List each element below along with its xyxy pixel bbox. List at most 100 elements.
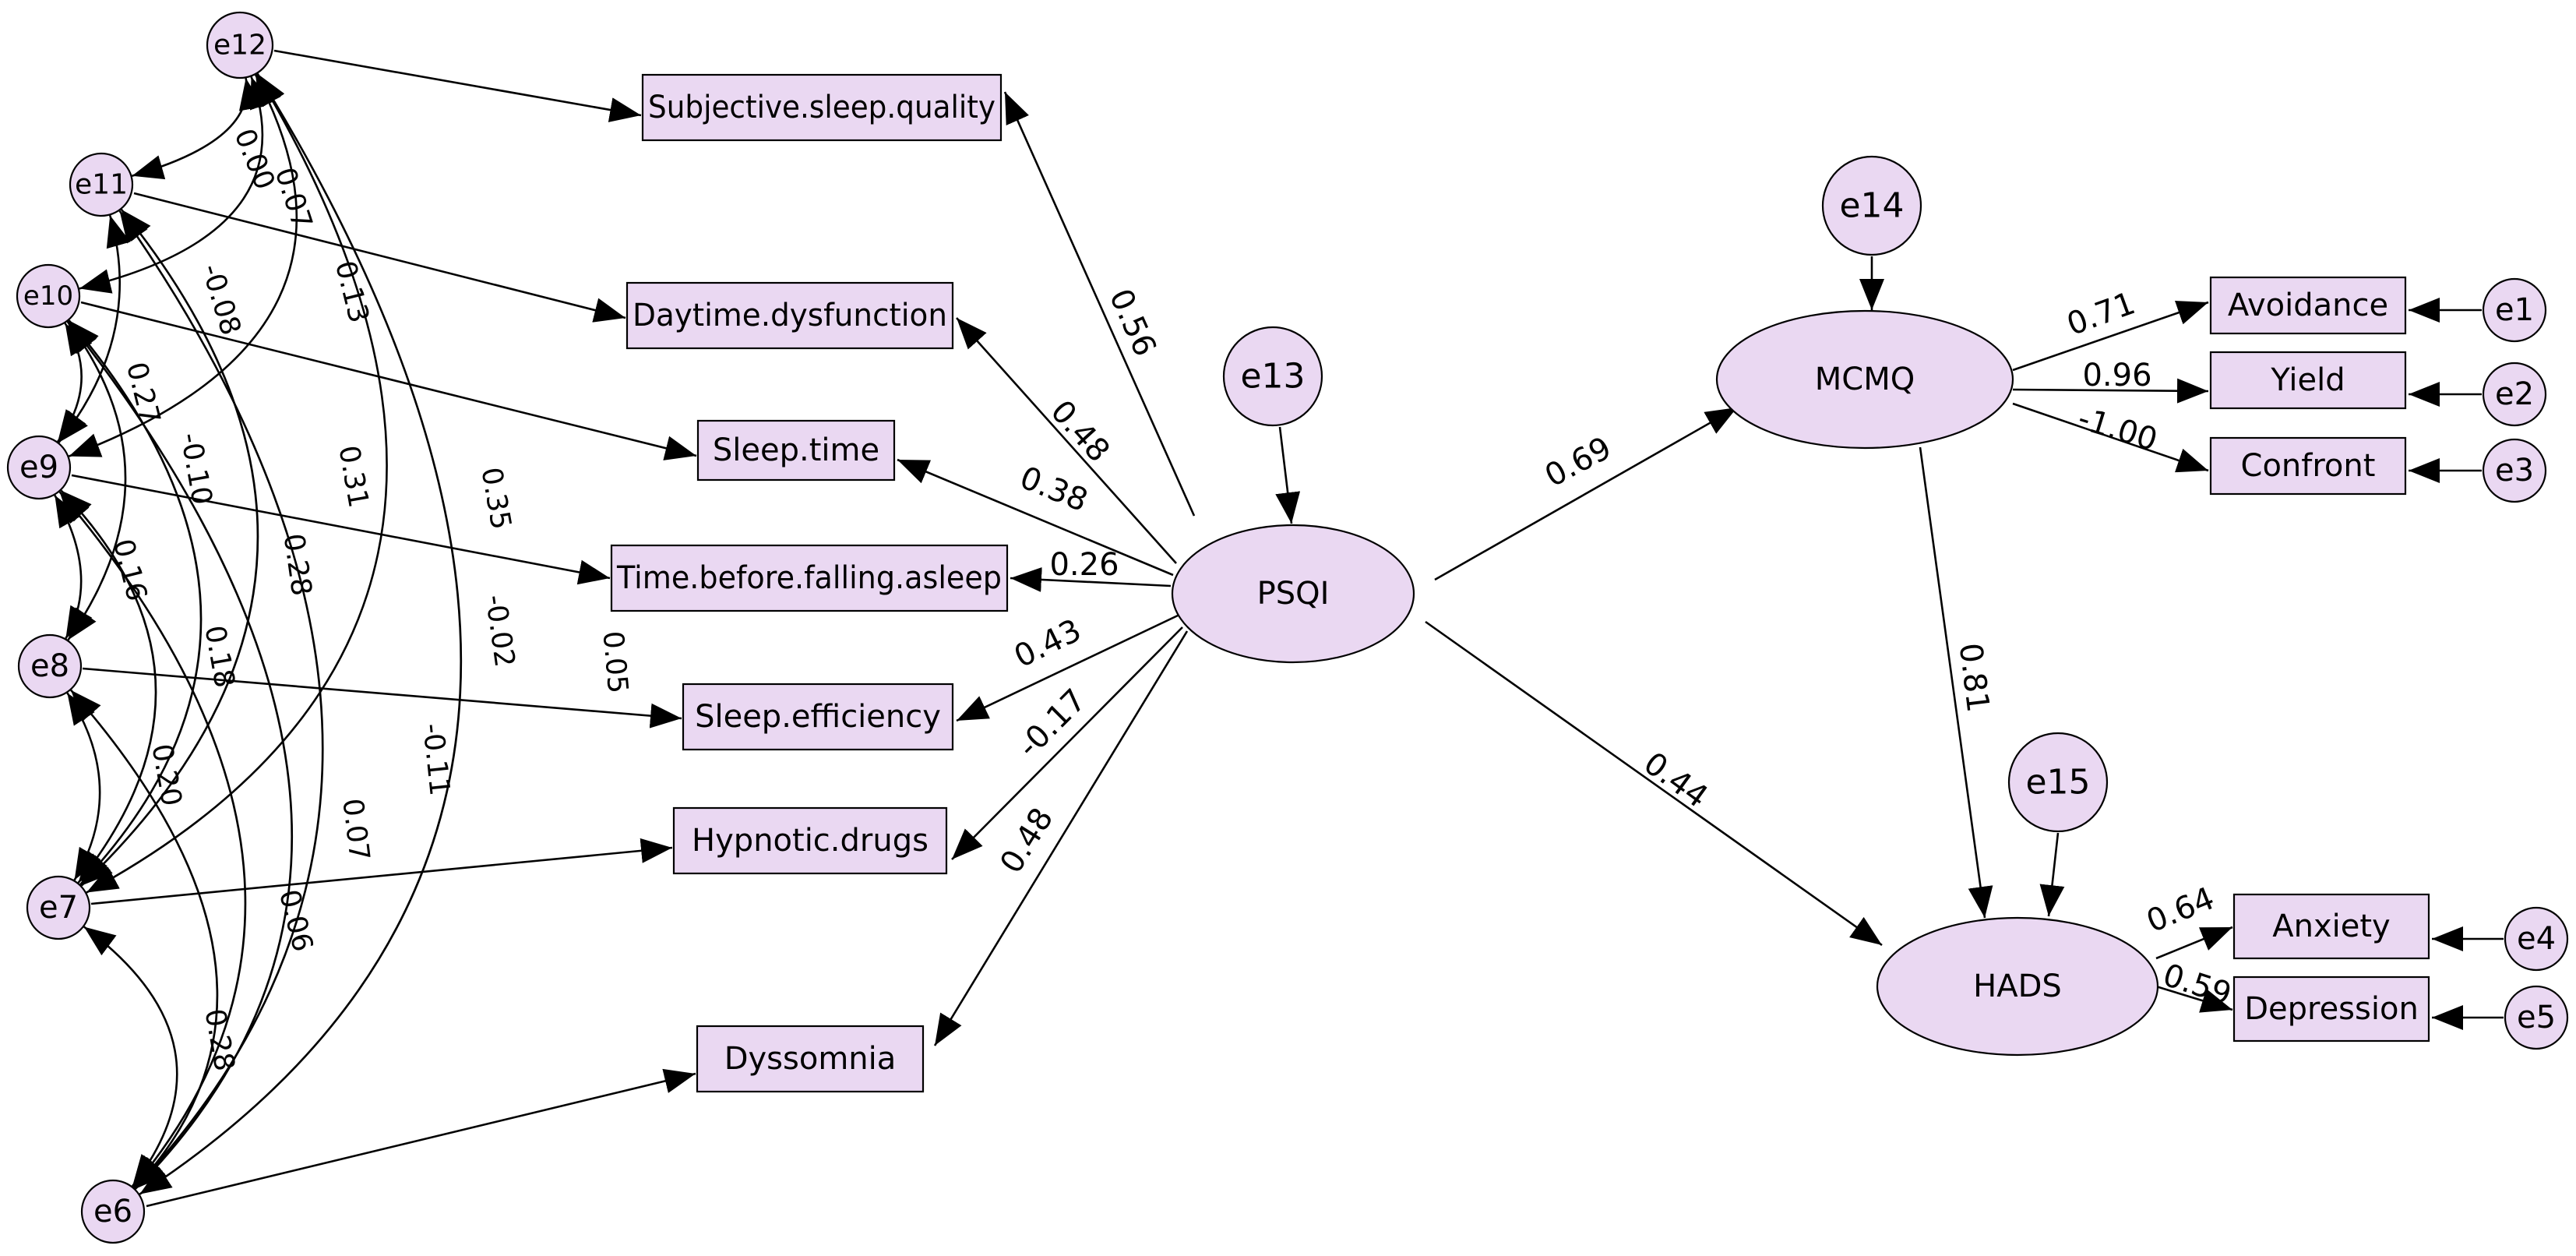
error-term-e11 <box>69 152 134 217</box>
latent-mcmq <box>1715 309 2014 450</box>
path-weight-psqi-to-daytime: 0.48 <box>1044 393 1117 469</box>
e10-to-sleeptime-arrow <box>80 301 697 460</box>
path-psqi-to-efficiency <box>956 614 1179 722</box>
path-weight-psqi-to-hypnotic: -0.17 <box>1011 683 1094 765</box>
covariance-weight-e10-e6: -0.11 <box>416 721 456 797</box>
path-psqi-to-hypnotic <box>951 626 1183 860</box>
error-label-e11: e11 <box>75 169 128 201</box>
covariance-e7-e6 <box>83 926 178 1187</box>
path-mcmq-to-avoidance <box>2012 300 2209 372</box>
covariance-e10-e9 <box>57 323 93 443</box>
error-label-e6: e6 <box>93 1194 132 1230</box>
e11-to-daytime-arrow <box>133 192 626 323</box>
path-weight-psqi-to-subjective: 0.56 <box>1102 284 1163 362</box>
error-term-e7 <box>26 875 91 940</box>
e13-to-psqi-arrow <box>1275 426 1301 524</box>
error-term-e4 <box>2504 906 2569 972</box>
observed-efficiency <box>682 683 954 751</box>
observed-label-hypnotic: Hypnotic.drugs <box>692 823 929 859</box>
observed-label-confront: Confront <box>2241 448 2376 484</box>
covariance-weight-e12-e6: 0.05 <box>597 630 634 694</box>
error-label-e5: e5 <box>2517 1000 2556 1035</box>
covariance-e8-e7 <box>66 692 101 881</box>
observed-label-daytime: Daytime.dysfunction <box>633 298 947 333</box>
latent-label-mcmq: MCMQ <box>1815 362 1915 397</box>
path-weight-mcmq-to-confront: -1.00 <box>2074 400 2161 458</box>
edges-layer <box>54 49 2504 1208</box>
error-label-e10: e10 <box>23 280 73 312</box>
covariance-weight-e12-e7: 0.35 <box>474 465 516 532</box>
covariance-weight-e10-e7: 0.28 <box>277 531 318 598</box>
e12-to-subjective-arrow <box>273 49 642 122</box>
error-label-e12: e12 <box>213 30 266 62</box>
observed-confront <box>2209 436 2407 496</box>
error-term-e15 <box>2007 732 2109 833</box>
observed-subjective <box>641 73 1003 142</box>
path-psqi-to-subjective <box>1003 91 1196 517</box>
e9-to-timebefore-arrow <box>71 474 611 585</box>
path-weight-hads-to-anxiety: 0.64 <box>2141 880 2219 940</box>
error-label-e2: e2 <box>2495 376 2534 412</box>
observed-label-avoidance: Avoidance <box>2228 288 2388 323</box>
error-label-e13: e13 <box>1240 357 1305 397</box>
observed-label-timebefore: Time.before.falling.asleep <box>616 560 1002 596</box>
covariance-weight-e11-e9: -0.08 <box>195 260 246 339</box>
observed-label-subjective: Subjective.sleep.quality <box>648 90 996 125</box>
covariance-e9-e8 <box>54 494 93 640</box>
error-label-e1: e1 <box>2495 292 2534 328</box>
path-mcmq-to-yield <box>2012 378 2209 404</box>
path-psqi-to-sleeptime <box>897 458 1174 577</box>
path-hads-to-depression <box>2155 985 2233 1013</box>
error-term-e2 <box>2482 362 2547 427</box>
observed-depression <box>2232 976 2430 1043</box>
error-label-e15: e15 <box>2025 763 2090 803</box>
covariance-weight-e12-e9: 0.13 <box>329 258 375 326</box>
observed-hypnotic <box>672 806 948 875</box>
latent-psqi <box>1171 524 1415 664</box>
observed-timebefore <box>610 544 1009 612</box>
path-weight-psqi-to-dyssomnia: 0.48 <box>993 802 1060 880</box>
e15-to-hads-arrow <box>2039 832 2065 917</box>
observed-label-depression: Depression <box>2244 991 2419 1027</box>
nodes-layer: PSQIMCMQHADSe1e2e3e4e5e6e7e8e9e10e11e12e… <box>6 11 2569 1244</box>
error-term-e6 <box>80 1179 146 1244</box>
path-psqi-to-dyssomnia <box>933 630 1189 1046</box>
observed-label-efficiency: Sleep.efficiency <box>695 699 941 735</box>
error-label-e4: e4 <box>2517 921 2556 957</box>
error-term-e5 <box>2504 985 2569 1050</box>
error-term-e10 <box>16 263 81 329</box>
error-term-e3 <box>2482 438 2547 503</box>
covariance-weight-e11-e6: -0.02 <box>479 593 521 669</box>
path-weight-psqi-to-mcmq: 0.69 <box>1539 430 1617 494</box>
covariance-weight-e7-e6: 0.28 <box>198 1007 240 1074</box>
error-label-e7: e7 <box>39 890 78 926</box>
error-term-e8 <box>17 633 83 699</box>
path-weight-hads-to-depression: 0.59 <box>2158 957 2236 1012</box>
error-term-e1 <box>2482 277 2547 343</box>
observed-label-anxiety: Anxiety <box>2272 908 2390 944</box>
e6-to-dyssomnia-arrow <box>146 1068 696 1208</box>
path-psqi-to-mcmq <box>1434 406 1738 581</box>
path-weight-psqi-to-efficiency: 0.43 <box>1009 612 1087 675</box>
observed-label-sleeptime: Sleep.time <box>713 432 879 468</box>
error-term-e14 <box>1821 155 1922 256</box>
error-term-e13 <box>1222 326 1323 427</box>
covariance-weight-e10-e9: 0.27 <box>120 359 166 428</box>
path-psqi-to-daytime <box>956 317 1177 564</box>
path-weight-mcmq-to-yield: 0.96 <box>2082 358 2151 393</box>
observed-label-yield: Yield <box>2270 362 2345 398</box>
path-weight-psqi-to-timebefore: 0.26 <box>1049 547 1119 583</box>
error-label-e9: e9 <box>19 450 58 485</box>
covariance-e10-e6 <box>67 320 294 1190</box>
error-term-e9 <box>6 435 72 500</box>
covariance-weight-e9-e8: 0.16 <box>107 536 153 605</box>
error-label-e3: e3 <box>2495 453 2534 489</box>
e8-to-efficiency-arrow <box>82 667 682 729</box>
path-weight-psqi-to-hads: 0.44 <box>1637 746 1714 816</box>
observed-dyssomnia <box>696 1025 925 1093</box>
latent-label-psqi: PSQI <box>1257 576 1330 612</box>
path-mcmq-to-hads <box>1919 446 1993 919</box>
covariance-e8-e6 <box>70 689 219 1189</box>
e7-to-hypnotic-arrow <box>90 838 673 905</box>
